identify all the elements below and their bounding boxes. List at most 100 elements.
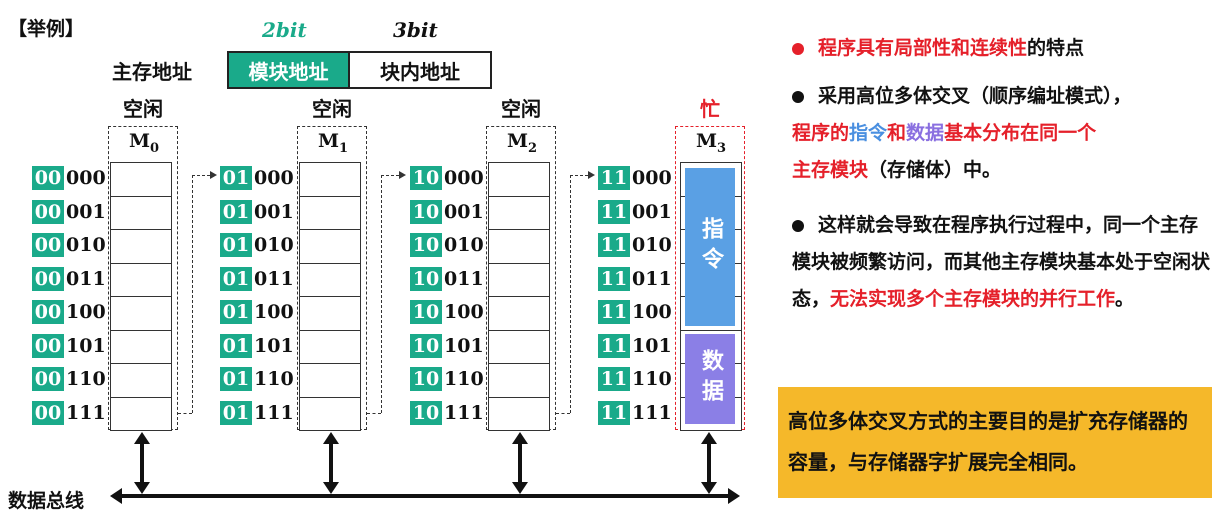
jump-line [570,175,588,176]
module-prefix: 00 [32,233,64,257]
memory-cell [299,329,361,364]
jump-line [570,175,571,413]
module-prefix: 11 [598,400,630,425]
point-1: 程序具有局部性和连续性的特点 [792,30,1212,67]
inner-address: 100 [254,301,294,323]
inner-address: 000 [66,167,106,189]
memory-cell [488,329,550,364]
module-address-field: 模块地址 [229,53,350,87]
jump-line [556,413,570,414]
memory-cell [299,229,361,264]
jump-arrow-icon [588,171,595,179]
arrow-up-icon [134,432,150,444]
memory-cell [110,396,172,431]
inner-address: 110 [254,368,294,390]
inner-address: 010 [444,234,484,256]
module-prefix: 01 [220,199,252,224]
module-prefix: 11 [598,233,630,257]
memory-cell [299,363,361,398]
module-prefix: 01 [220,400,252,425]
module-prefix: 01 [220,166,252,190]
module-name: M3 [677,130,745,156]
module-prefix: 10 [410,400,442,425]
inner-address: 010 [632,234,672,256]
inner-address: 010 [254,234,294,256]
point-3-tail: 。 [1115,288,1135,310]
memory-cell [110,195,172,230]
module-prefix: 01 [220,266,252,291]
module-prefix: 10 [410,333,442,358]
bus-connector [707,436,711,490]
memory-cell [488,195,550,230]
arrow-down-icon [323,482,339,494]
jump-line [381,175,399,176]
module-status: 空闲 [312,97,352,121]
jump-arrow-icon [210,171,217,179]
memory-cell [110,162,172,197]
module-letter: M [128,130,150,152]
inner-address: 101 [632,334,672,357]
point-2: 采用高位多体交叉（顺序编址模式），程序的指令和数据基本分布在同一个主存模块（存储… [792,78,1212,189]
memory-cell [110,262,172,297]
module-prefix: 01 [220,233,252,257]
module-name: M0 [110,130,178,156]
module-prefix: 10 [410,166,442,190]
point-3: 这样就会导致在程序执行过程中，同一个主存模块被频繁访问，而其他主存模块基本处于空… [792,207,1212,318]
memory-cell [488,296,550,331]
inner-address: 101 [254,334,294,357]
address-format: 模块地址 块内地址 [227,51,492,89]
inner-address: 000 [444,167,484,189]
point-2-red: 程序的 [792,122,850,144]
memory-cell [488,229,550,264]
low-bits-label: 3bit [393,18,438,42]
module-prefix: 11 [598,300,630,324]
arrow-down-icon [134,482,150,494]
bus-connector [140,436,144,490]
inner-address: 000 [254,167,294,189]
jump-line [192,175,210,176]
module-prefix: 01 [220,300,252,324]
module-prefix: 11 [598,266,630,291]
point-1-text: 的特点 [1027,37,1085,59]
inner-address: 000 [632,167,672,189]
bus-connector [518,436,522,490]
point-2-module: 主存模块 [792,159,869,181]
jump-line [381,175,382,413]
jump-line [192,175,193,413]
inner-address: 011 [66,267,106,290]
inner-address: 100 [66,301,106,323]
module-status: 忙 [700,97,720,121]
module-prefix: 01 [220,367,252,391]
arrow-up-icon [701,432,717,444]
module-status: 空闲 [123,97,163,121]
module-index: 0 [150,140,160,156]
inner-address: 110 [66,368,106,390]
jump-line [367,413,381,414]
module-prefix: 11 [598,199,630,224]
module-letter: M [506,130,528,152]
inner-address: 101 [66,334,106,357]
memory-cell [110,329,172,364]
inner-address: 111 [254,401,294,424]
point-2-tail: （存储体）中。 [868,159,1002,181]
inner-address-field: 块内地址 [380,59,460,84]
memory-cell [110,229,172,264]
module-index: 3 [717,140,727,156]
module-letter: M [695,130,717,152]
module-prefix: 11 [598,333,630,358]
inner-address: 011 [254,267,294,290]
arrow-up-icon [512,432,528,444]
module-index: 2 [528,140,538,156]
module-prefix: 00 [32,333,64,358]
inner-address: 011 [632,267,672,290]
inner-address: 100 [632,301,672,323]
module-prefix: 01 [220,333,252,358]
point-2-text: 采用高位多体交叉（顺序编址模式）， [818,85,1132,107]
point-1-highlight: 程序具有局部性和连续性 [818,37,1028,59]
memory-cell [110,296,172,331]
high-bits-label: 2bit [262,18,307,42]
point-2-instr: 指令 [849,122,888,144]
data-bus-label: 数据总线 [8,490,85,512]
point-3-highlight: 无法实现多个主存模块的并行工作 [830,288,1116,310]
main-address-label: 主存地址 [112,60,192,84]
